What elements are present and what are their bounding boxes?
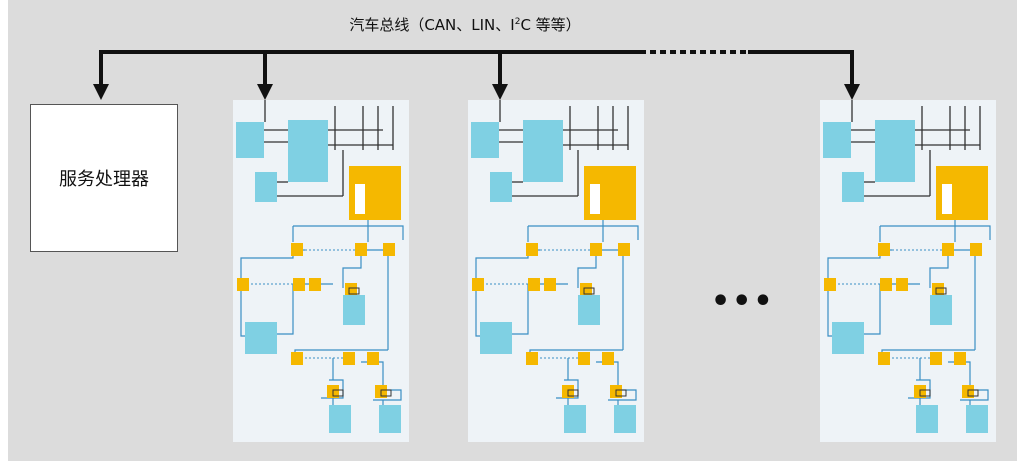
monitor-node [824, 278, 836, 291]
monitor-node [590, 243, 602, 256]
cell-block [916, 405, 938, 433]
switch-glyph [348, 287, 360, 295]
chain-trace [342, 250, 362, 288]
cell-block [966, 405, 988, 433]
bus-label-text: 汽车总线（CAN、LIN、I [349, 16, 515, 34]
monitor-node [291, 352, 303, 365]
battery-node-2 [468, 100, 644, 442]
chain-trace [293, 225, 404, 240]
monitor-node [578, 352, 590, 365]
monitor-node [528, 278, 540, 291]
monitor-node [291, 243, 303, 256]
monitor-node [544, 278, 556, 291]
monitor-node [383, 243, 395, 256]
switch-glyph [967, 389, 979, 397]
monitor-node [954, 352, 966, 365]
monitor-node [345, 283, 357, 296]
battery-node-1 [233, 100, 409, 442]
cell-block [343, 295, 365, 325]
cell-block [480, 322, 512, 354]
monitor-node [942, 243, 954, 256]
cell-block [578, 295, 600, 325]
monitor-node [878, 243, 890, 256]
monitor-node [526, 352, 538, 365]
monitor-node [355, 243, 367, 256]
service-processor-box: 服务处理器 [30, 104, 178, 252]
switch-glyph [919, 389, 931, 397]
monitor-node [896, 278, 908, 291]
controller-inset [590, 184, 600, 214]
monitor-node [580, 283, 592, 296]
monitor-node [343, 352, 355, 365]
switch-glyph [332, 389, 344, 397]
isolation-block [471, 122, 499, 158]
monitor-node [237, 278, 249, 291]
chain-trace [528, 225, 639, 240]
chain-trace [512, 300, 529, 335]
monitor-ic-block [288, 120, 328, 182]
monitor-node [878, 352, 890, 365]
isolation-block [236, 122, 264, 158]
monitor-node [367, 352, 379, 365]
chain-trace [577, 250, 597, 288]
chain-trace [929, 250, 949, 288]
cell-block [245, 322, 277, 354]
vehicle-bus [99, 50, 854, 86]
chain-trace [864, 300, 881, 335]
cell-block [564, 405, 586, 433]
cell-block [329, 405, 351, 433]
monitor-node [602, 352, 614, 365]
monitor-ic-block [523, 120, 563, 182]
monitor-node [472, 278, 484, 291]
chain-trace [277, 300, 294, 335]
monitor-node [930, 352, 942, 365]
cell-block [614, 405, 636, 433]
controller-inset [355, 184, 365, 214]
bus-label-tail: C 等等） [520, 16, 581, 34]
monitor-node [618, 243, 630, 256]
switch-glyph [935, 287, 947, 295]
controller-inset [942, 184, 952, 214]
isolation-block [823, 122, 851, 158]
bus-arrowheads [93, 84, 860, 100]
cell-block [930, 295, 952, 325]
monitor-node [932, 283, 944, 296]
bus-label-superscript: 2 [514, 17, 521, 27]
chain-trace [880, 225, 991, 240]
monitor-node [526, 243, 538, 256]
service-processor-label: 服务处理器 [59, 169, 149, 190]
memory-block [490, 172, 512, 202]
more-nodes-ellipsis: ••• [711, 284, 775, 319]
cell-block [379, 405, 401, 433]
monitor-ic-block [875, 120, 915, 182]
monitor-node [309, 278, 321, 291]
switch-glyph [567, 389, 579, 397]
switch-glyph [615, 389, 627, 397]
cell-block [832, 322, 864, 354]
memory-block [842, 172, 864, 202]
switch-glyph [380, 389, 392, 397]
monitor-node [880, 278, 892, 291]
switch-glyph [583, 287, 595, 295]
memory-block [255, 172, 277, 202]
monitor-node [293, 278, 305, 291]
bus-label: 汽车总线（CAN、LIN、I2C 等等） [250, 14, 680, 35]
battery-node-3 [820, 100, 996, 442]
monitor-node [970, 243, 982, 256]
